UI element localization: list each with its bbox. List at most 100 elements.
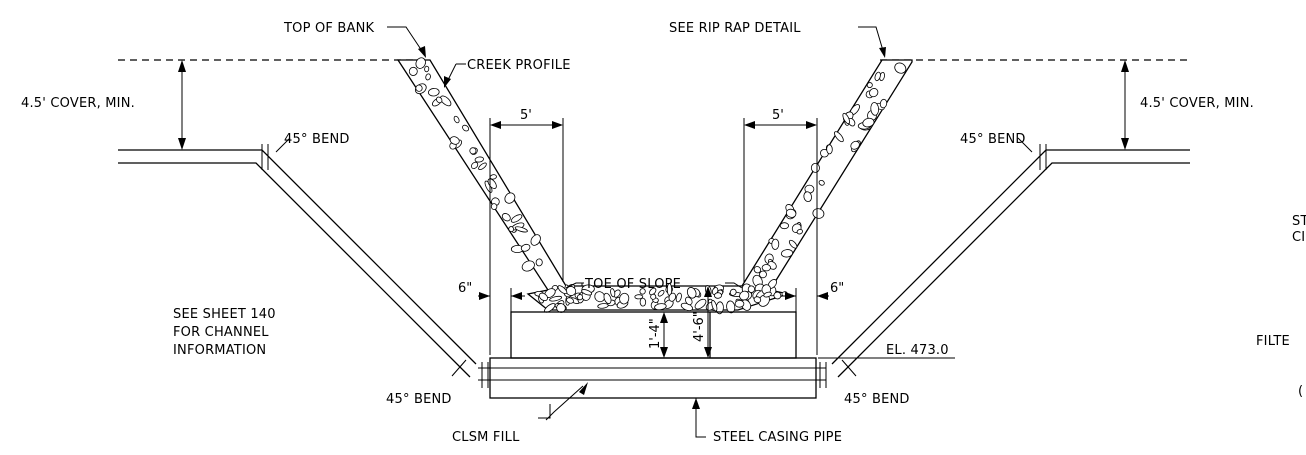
dim-width-left: 5' bbox=[520, 108, 532, 123]
rip-rap-stone bbox=[565, 286, 577, 296]
label-cut-off-4: ( bbox=[1298, 384, 1303, 399]
rip-rap-stone bbox=[619, 292, 630, 305]
cover-dim-right bbox=[1121, 60, 1129, 150]
rip-rap-stone bbox=[788, 239, 798, 249]
rip-rap-stone bbox=[538, 292, 548, 302]
dim-depth-outer: 4'-6" bbox=[692, 311, 707, 342]
label-cover-right: 4.5' COVER, MIN. bbox=[1140, 96, 1254, 111]
label-clsm-fill: CLSM FILL bbox=[452, 430, 520, 445]
rip-rap-stone bbox=[504, 192, 516, 204]
dim-offset-left: 6" bbox=[458, 281, 472, 296]
pipe-left bbox=[118, 137, 489, 388]
rip-rap-stone bbox=[597, 303, 609, 309]
dim-offset-right: 6" bbox=[830, 281, 844, 296]
rip-rap-stone bbox=[508, 226, 515, 233]
label-see-sheet-line1: SEE SHEET 140 bbox=[173, 307, 276, 322]
pipe-right bbox=[819, 137, 1190, 388]
rip-rap-stone bbox=[510, 214, 523, 223]
rip-rap-stone bbox=[650, 293, 657, 300]
rip-rap-stone bbox=[862, 117, 875, 128]
rip-rap-stone bbox=[576, 294, 584, 301]
label-bend-lower-right: 45° BEND bbox=[844, 392, 910, 407]
rip-rap-stone bbox=[714, 292, 722, 299]
rip-rap-stone bbox=[874, 71, 881, 82]
rip-rap-stone bbox=[780, 249, 794, 258]
rip-rap-stone bbox=[549, 295, 563, 302]
label-bend-upper-left: 45° BEND bbox=[284, 132, 350, 147]
rip-rap-stone bbox=[425, 73, 431, 81]
label-cut-off-1: ST bbox=[1292, 214, 1306, 229]
rip-rap-stone bbox=[734, 299, 745, 308]
label-see-rip-rap-detail: SEE RIP RAP DETAIL bbox=[669, 21, 801, 36]
rip-rap-stone bbox=[726, 300, 736, 314]
rip-rap-stone bbox=[729, 288, 737, 296]
label-toe-of-slope: TOE OF SLOPE bbox=[584, 277, 681, 292]
leaders bbox=[387, 26, 886, 438]
rip-rap-stone bbox=[639, 288, 646, 295]
width-dim-right bbox=[743, 118, 818, 355]
rip-rap-stone bbox=[694, 298, 707, 310]
rip-rap-stone bbox=[415, 57, 426, 69]
rip-rap-stone bbox=[634, 294, 644, 300]
cover-dim-left bbox=[178, 60, 186, 150]
label-see-sheet-line3: INFORMATION bbox=[173, 343, 266, 358]
label-steel-casing-pipe: STEEL CASING PIPE bbox=[713, 430, 842, 445]
rip-rap-stone bbox=[581, 289, 593, 296]
rip-rap-stone bbox=[763, 291, 772, 298]
rip-rap-stone bbox=[415, 84, 423, 92]
dim-width-right: 5' bbox=[772, 108, 784, 123]
label-top-of-bank: TOP OF BANK bbox=[283, 21, 375, 36]
rip-rap-stone bbox=[685, 296, 693, 306]
rip-rap-stone bbox=[462, 124, 470, 132]
rip-rap-stone bbox=[408, 66, 418, 76]
rip-rap-stone bbox=[753, 296, 762, 304]
rip-rap-stone bbox=[771, 238, 780, 250]
steel-casing-pipe-shape bbox=[489, 357, 817, 399]
label-bend-upper-right: 45° BEND bbox=[960, 132, 1026, 147]
rip-rap-stone bbox=[866, 82, 873, 89]
rip-rap-stone bbox=[424, 65, 430, 73]
rip-rap-stone bbox=[520, 243, 531, 252]
rip-rap-stone bbox=[449, 136, 460, 145]
rip-rap-stone bbox=[521, 260, 535, 272]
rip-rap-stone bbox=[610, 288, 616, 298]
label-see-sheet-line2: FOR CHANNEL bbox=[173, 325, 269, 340]
rip-rap-stone bbox=[869, 88, 879, 98]
rip-rap-stone bbox=[747, 285, 756, 293]
rip-rap-stone bbox=[686, 287, 697, 299]
rip-rap bbox=[396, 57, 913, 315]
width-dim-left bbox=[489, 118, 564, 355]
rip-rap-stone bbox=[761, 264, 771, 272]
rip-rap-stone bbox=[469, 147, 477, 155]
label-elevation: EL. 473.0 bbox=[886, 343, 949, 358]
label-cut-off-2: CI bbox=[1292, 230, 1305, 245]
rip-rap-stone bbox=[711, 299, 718, 312]
offset-dim-left bbox=[478, 288, 525, 312]
rip-rap-stone bbox=[471, 161, 479, 169]
rip-rap-stone bbox=[810, 163, 820, 173]
label-cut-off-3: FILTE bbox=[1256, 334, 1290, 349]
rip-rap-stone bbox=[803, 191, 812, 203]
rip-rap-stone bbox=[759, 270, 767, 279]
rip-rap-fill bbox=[396, 59, 913, 311]
rip-rap-stone bbox=[894, 62, 907, 74]
rip-rap-stone bbox=[834, 131, 844, 143]
rip-rap-stone bbox=[594, 291, 606, 303]
rip-rap-stone bbox=[428, 87, 440, 97]
rip-rap-stone bbox=[879, 98, 888, 109]
rip-rap-stone bbox=[820, 148, 829, 158]
rip-rap-stone bbox=[668, 292, 677, 302]
rip-rap-stone bbox=[773, 291, 782, 300]
rip-rap-stone bbox=[654, 303, 667, 311]
rip-rap-stone bbox=[478, 162, 487, 171]
rip-rap-stone bbox=[436, 96, 443, 104]
offset-dim-right bbox=[782, 288, 829, 312]
rip-rap-stone bbox=[603, 292, 612, 304]
rip-rap-stone bbox=[639, 297, 647, 307]
rip-rap-stone bbox=[566, 297, 574, 304]
depth-dim-inner bbox=[660, 312, 668, 358]
rip-rap-stone bbox=[535, 258, 543, 267]
rip-rap-stone bbox=[675, 292, 682, 303]
rip-rap-stone bbox=[870, 102, 880, 116]
dim-depth-inner: 1'-4" bbox=[648, 318, 663, 349]
